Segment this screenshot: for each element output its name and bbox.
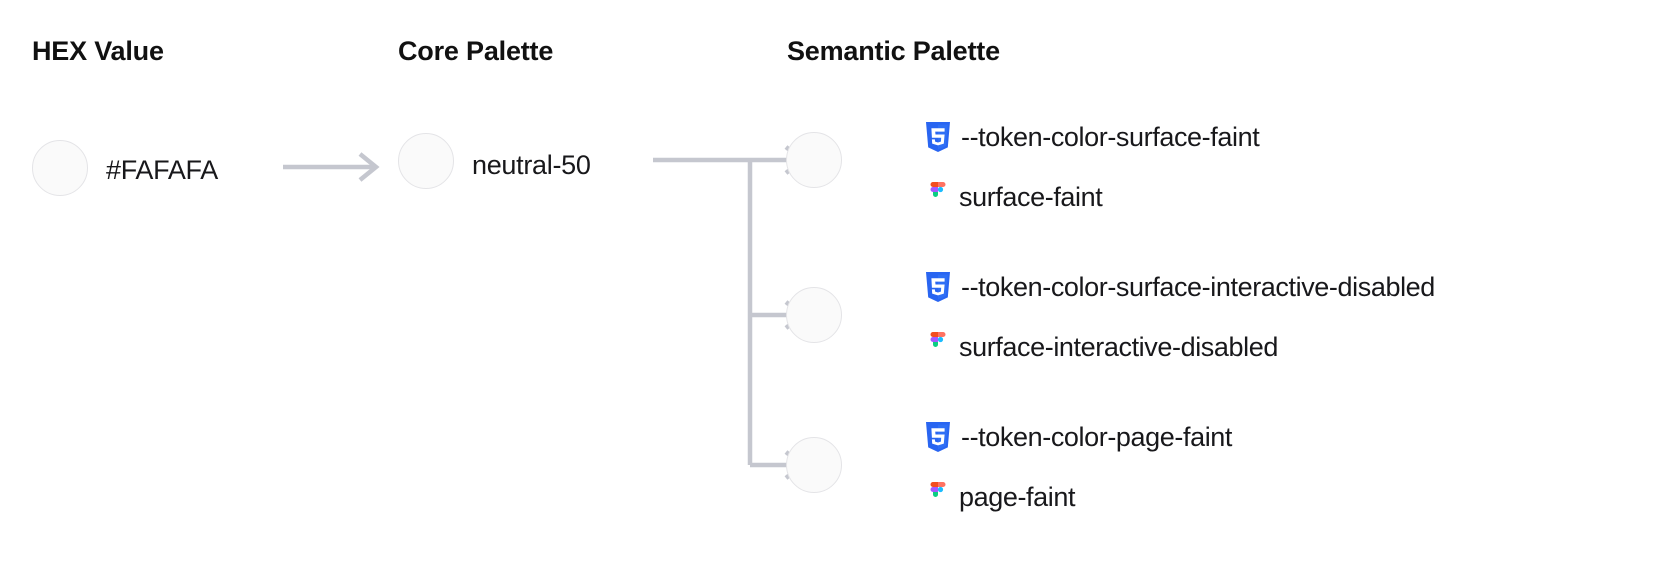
- swatch-semantic-token-1[interactable]: [786, 132, 842, 188]
- semantic-token-2-css-variable: --token-color-surface-interactive-disabl…: [961, 271, 1435, 302]
- core-palette-label: neutral-50: [472, 150, 591, 180]
- figma-icon: [930, 332, 946, 347]
- semantic-token-2-css-row[interactable]: --token-color-surface-interactive-disabl…: [925, 272, 1435, 302]
- css3-icon: [926, 272, 950, 302]
- semantic-token-3-css-variable: --token-color-page-faint: [961, 421, 1233, 452]
- column-header-hex-value: HEX Value: [32, 36, 164, 66]
- semantic-token-2-figma-row[interactable]: surface-interactive-disabled: [927, 332, 1278, 362]
- css3-icon: [926, 122, 950, 152]
- swatch-core-palette[interactable]: [398, 133, 454, 189]
- semantic-token-1-css-row[interactable]: --token-color-surface-faint: [925, 121, 1260, 152]
- column-header-core-palette: Core Palette: [398, 36, 554, 66]
- swatch-semantic-token-3[interactable]: [786, 437, 842, 493]
- css3-icon: [926, 422, 950, 452]
- semantic-token-3-figma-name: page-faint: [959, 481, 1076, 512]
- semantic-token-1-figma-row[interactable]: surface-faint: [927, 181, 1103, 212]
- column-header-semantic-palette: Semantic Palette: [787, 36, 1000, 66]
- hex-value-label: #FAFAFA: [106, 155, 218, 185]
- figma-icon: [930, 482, 946, 497]
- semantic-token-3-figma-row[interactable]: page-faint: [927, 482, 1075, 512]
- semantic-token-1-figma-name: surface-faint: [959, 181, 1103, 212]
- swatch-hex-value[interactable]: [32, 140, 88, 196]
- semantic-token-1-css-variable: --token-color-surface-faint: [961, 121, 1260, 152]
- semantic-token-2-figma-name: surface-interactive-disabled: [959, 331, 1278, 362]
- figma-icon: [930, 182, 946, 197]
- semantic-token-3-css-row[interactable]: --token-color-page-faint: [925, 422, 1232, 452]
- swatch-semantic-token-2[interactable]: [786, 287, 842, 343]
